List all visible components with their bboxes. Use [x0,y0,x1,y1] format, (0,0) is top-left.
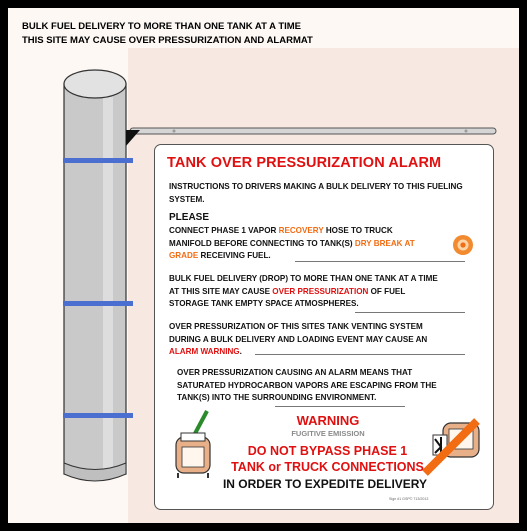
post-icon [63,69,133,482]
divider [275,406,405,407]
tank-fill-icon [175,410,211,478]
bulk-delivery-text: BULK FUEL DELIVERY (DROP) TO MORE THAN O… [169,274,438,309]
divider [255,354,465,355]
over-pressurization-text: OVER PRESSURIZATION OF THIS SITES TANK V… [169,322,428,357]
fugitive-emission-label: FUGITIVE EMISSION [291,429,365,438]
fine-print: Sign #1 GSP© 713/2013 [389,497,429,501]
no-bypass-icon [422,418,480,476]
strap-icons [63,158,133,418]
top-notice: BULK FUEL DELIVERY TO MORE THAN ONE TANK… [22,20,502,48]
sign-title: TANK OVER PRESSURIZATION ALARM [167,155,442,171]
divider [295,261,465,262]
expedite-text: IN ORDER TO EXPEDITE DELIVERY [222,477,428,491]
please-heading: PLEASE [169,212,210,223]
top-notice-line1: BULK FUEL DELIVERY TO MORE THAN ONE TANK… [22,21,302,32]
sign-illustration-frame: BULK FUEL DELIVERY TO MORE THAN ONE TANK… [8,8,519,523]
alarm-meaning-text: OVER PRESSURIZATION CAUSING AN ALARM MEA… [177,368,437,403]
divider [355,312,465,313]
instructions-text: INSTRUCTIONS TO DRIVERS MAKING A BULK DE… [169,182,463,204]
warning-heading: WARNING [296,413,360,428]
bypass-warning: DO NOT BYPASS PHASE 1 TANK or TRUCK CONN… [205,443,450,475]
connect-instructions: CONNECT PHASE 1 VAPOR RECOVERY HOSE TO T… [169,226,415,261]
bypass-line1: DO NOT BYPASS PHASE 1 [247,444,408,458]
alarm-sign: TANK OVER PRESSURIZATION ALARM INSTRUCTI… [154,144,494,510]
top-notice-line2: THIS SITE MAY CAUSE OVER PRESSURIZATION … [22,35,313,46]
vapor-recovery-cap-icon [453,235,473,255]
sign-arm-icon [126,127,497,146]
bypass-line2: TANK or TRUCK CONNECTIONS [231,460,424,474]
